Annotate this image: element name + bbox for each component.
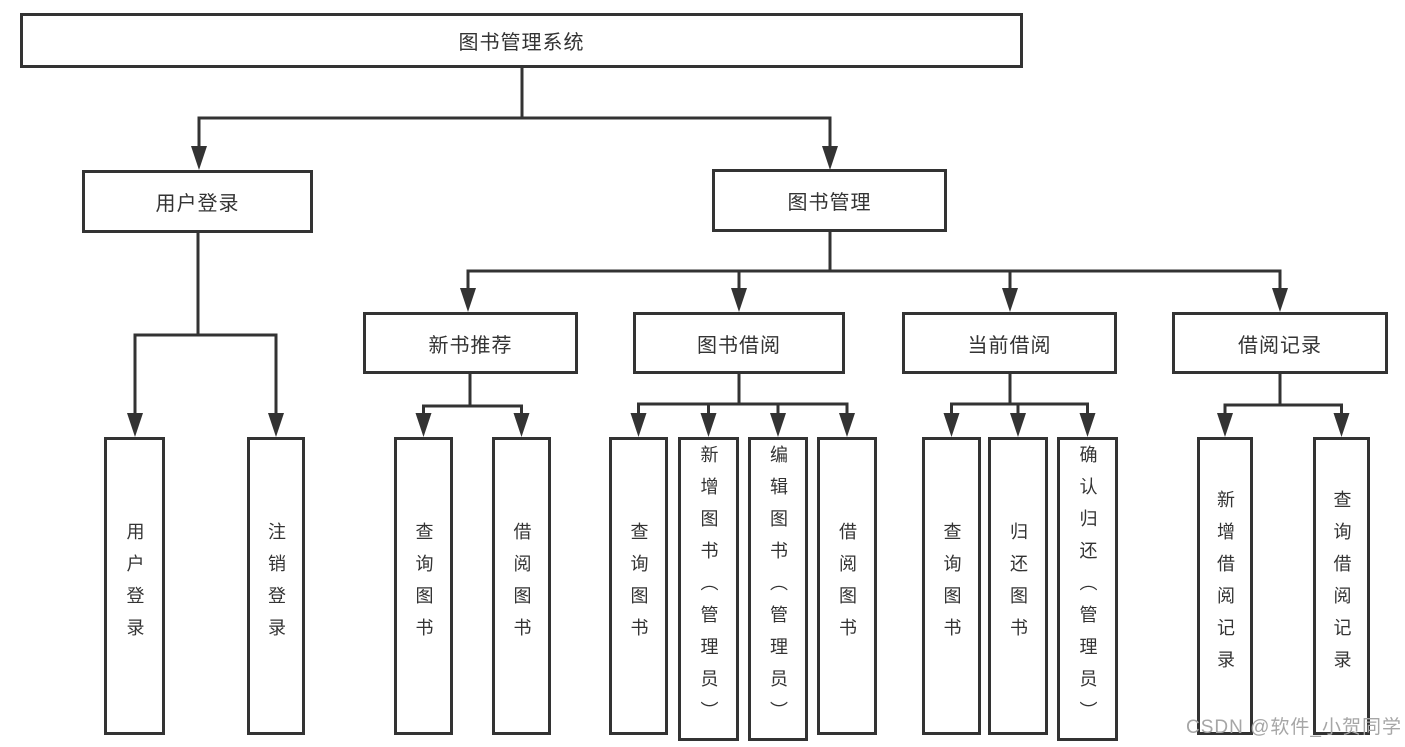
- arrow-icon: [1010, 413, 1026, 437]
- node-label: 新增借阅记录: [1215, 490, 1235, 682]
- leaf-search-books-current: 查询图书: [922, 437, 981, 735]
- node-label: 新书推荐: [428, 334, 513, 357]
- leaf-edit-books-admin: 编辑图书（管理员）: [748, 437, 808, 741]
- arrow-icon: [191, 146, 207, 170]
- leaf-confirm-return-admin: 确认归还（管理员）: [1057, 437, 1118, 741]
- arrow-icon: [1002, 288, 1018, 312]
- arrow-icon: [943, 413, 960, 437]
- leaf-borrow-books-recommend: 借阅图书: [492, 437, 551, 735]
- leaf-return-books: 归还图书: [988, 437, 1048, 735]
- node-book-borrowing: 图书借阅: [633, 312, 845, 374]
- node-label: 编辑图书（管理员）: [768, 445, 788, 733]
- node-label: 注销登录: [266, 522, 286, 650]
- edge-borrow-records-to-leaves: [1223, 374, 1343, 415]
- arrow-icon: [839, 413, 855, 437]
- node-label: 新增图书（管理员）: [698, 445, 719, 733]
- node-label: 当前借阅: [967, 334, 1052, 357]
- node-label: 归还图书: [1008, 522, 1028, 650]
- edge-root-to-level2: [197, 68, 832, 148]
- arrow-icon: [822, 146, 838, 170]
- leaf-search-borrow-record: 查询借阅记录: [1313, 437, 1370, 735]
- arrow-icon: [1217, 413, 1233, 437]
- node-label: 借阅图书: [837, 522, 857, 650]
- leaf-search-books-borrowing: 查询图书: [609, 437, 668, 735]
- leaf-add-books-admin: 新增图书（管理员）: [678, 437, 739, 741]
- leaf-logout: 注销登录: [247, 437, 305, 735]
- edge-new-book-to-leaves: [422, 374, 523, 415]
- arrow-icon: [127, 413, 143, 437]
- arrow-icon: [460, 288, 476, 312]
- node-label: 查询图书: [941, 522, 962, 650]
- arrow-heads: [127, 146, 1350, 437]
- arrow-icon: [1333, 413, 1350, 437]
- leaf-search-books-recommend: 查询图书: [394, 437, 453, 735]
- node-label: 确认归还（管理员）: [1077, 445, 1098, 733]
- arrow-icon: [630, 413, 647, 437]
- arrow-icon: [1272, 288, 1288, 312]
- node-label: 用户登录: [124, 522, 145, 650]
- csdn-watermark: CSDN @软件_小贺同学: [1186, 717, 1402, 738]
- node-book-management: 图书管理: [712, 169, 947, 232]
- node-current-borrowing: 当前借阅: [902, 312, 1117, 374]
- node-label: 借阅图书: [511, 522, 532, 650]
- node-library-system: 图书管理系统: [20, 13, 1023, 68]
- arrow-icon: [268, 413, 284, 437]
- node-label: 用户登录: [155, 193, 240, 215]
- leaf-user-login: 用户登录: [104, 437, 165, 735]
- arrow-icon: [1079, 413, 1096, 437]
- edge-user-login-to-leaves: [133, 233, 278, 415]
- arrow-icon: [770, 413, 786, 437]
- arrow-icon: [700, 413, 717, 437]
- node-label: 查询图书: [628, 522, 649, 650]
- node-new-book-recommend: 新书推荐: [363, 312, 578, 374]
- node-borrow-records: 借阅记录: [1172, 312, 1388, 374]
- edge-current-borrowing-to-leaves: [950, 374, 1089, 415]
- node-label: 借阅记录: [1238, 334, 1322, 357]
- arrow-icon: [513, 413, 530, 437]
- node-user-login: 用户登录: [82, 170, 313, 233]
- leaf-borrow-books: 借阅图书: [817, 437, 877, 735]
- node-label: 查询借阅记录: [1331, 490, 1352, 682]
- edge-book-management-to-level3: [466, 232, 1282, 290]
- edge-book-borrowing-to-leaves: [637, 374, 849, 415]
- node-label: 图书管理系统: [458, 32, 585, 54]
- arrow-icon: [415, 413, 432, 437]
- leaf-add-borrow-record: 新增借阅记录: [1197, 437, 1253, 735]
- node-label: 图书管理: [787, 192, 872, 214]
- node-label: 图书借阅: [697, 334, 781, 357]
- node-label: 查询图书: [413, 522, 434, 650]
- arrow-icon: [731, 288, 747, 312]
